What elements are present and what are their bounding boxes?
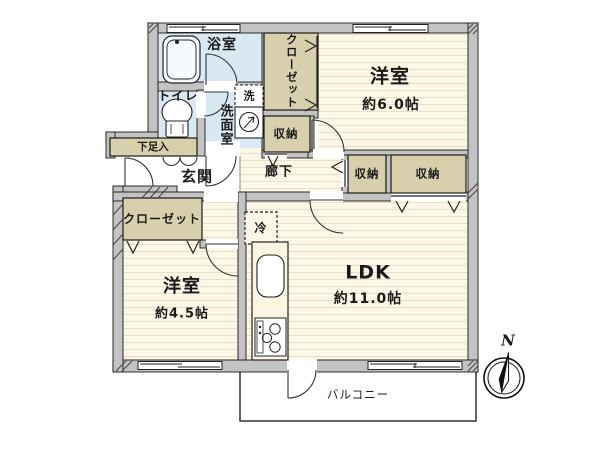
label-toilet: トイレ (157, 87, 199, 103)
door-bedroom1 (311, 119, 345, 153)
label-bathroom: 浴室 (207, 37, 237, 53)
stove-icon (254, 317, 287, 357)
label-balcony: バルコニー (326, 387, 390, 402)
label-ldk-size: 約11.0帖 (333, 291, 403, 307)
label-compass-north: N (501, 331, 515, 350)
wall-hatch-marks (112, 23, 479, 372)
laundry-pan-box (234, 84, 264, 108)
door-washroom (205, 155, 237, 187)
label-bedroom1-name: 洋室 (369, 65, 411, 88)
window-icon-ldk-balcony (367, 361, 463, 370)
label-bedroom2-name: 洋室 (163, 276, 201, 297)
refrigerator-box (244, 211, 278, 245)
closet-door-marks (126, 36, 466, 255)
label-refrigerator: 冷 (254, 221, 268, 235)
door-toilet (203, 91, 229, 117)
label-hallway: 廊下 (264, 164, 294, 180)
label-closet-upper: クローゼット (284, 33, 299, 109)
closet-lower-box (122, 197, 203, 241)
label-closet-lower: クローゼット (122, 212, 202, 226)
kitchen-counter-icon (251, 241, 289, 361)
compass-icon (483, 352, 525, 399)
balcony-outline (239, 367, 477, 422)
bathtub-icon (162, 35, 201, 84)
label-storage-mid-left: 収納 (354, 166, 380, 181)
shoe-cabinet-box (109, 137, 198, 157)
door-arcs (124, 53, 345, 399)
washing-machine-icon (234, 106, 264, 139)
label-entrance: 玄関 (180, 167, 214, 186)
label-bedroom2-size: 約4.5帖 (154, 306, 210, 322)
toilet-icon (161, 98, 193, 138)
storage-mid-right-box (390, 154, 467, 194)
label-shoe-cabinet: 下足入 (137, 140, 169, 153)
storage-mid-left-box (347, 154, 387, 194)
label-bedroom1-size: 約6.0帖 (362, 97, 420, 113)
shoe-cabinet-door-arcs (162, 156, 198, 166)
door-entrance (124, 157, 154, 187)
label-washroom: 洗面室 (217, 104, 233, 146)
label-laundry: 洗 (243, 89, 255, 103)
label-storage-hall: 収納 (273, 126, 299, 141)
door-bedroom2 (205, 243, 239, 277)
door-bathroom (205, 53, 238, 86)
window-icon-bedroom1 (352, 24, 429, 33)
door-balcony (287, 369, 317, 399)
label-storage-mid-right: 収納 (415, 166, 441, 181)
window-icons (137, 24, 463, 370)
sink-icon (256, 254, 285, 298)
closet-upper-box (263, 32, 319, 111)
storage-boxes (109, 32, 467, 241)
door-ldk (309, 199, 344, 234)
window-icon-bedroom2 (137, 361, 223, 370)
window-icon-bathroom (166, 24, 241, 33)
label-ldk-name: LDK (345, 261, 391, 284)
storage-hall-box (263, 115, 311, 153)
